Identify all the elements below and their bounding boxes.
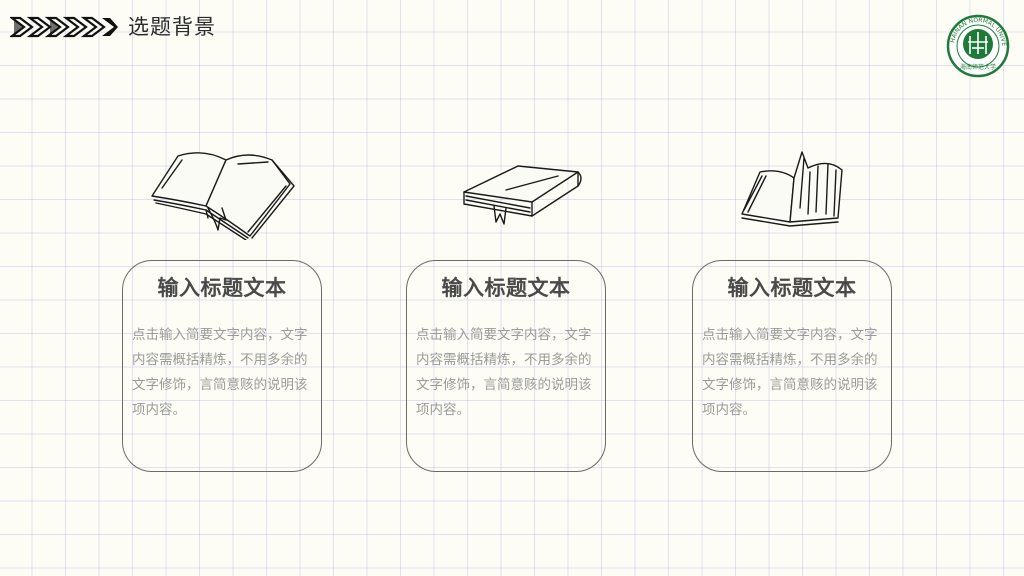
card-body-text[interactable]: 点击输入简要文字内容，文字内容需概括精炼，不用多余的文字修饰，言简意赅的说明该项… [132,327,308,418]
card-title[interactable]: 输入标题文本 [441,276,571,300]
card-body-text[interactable]: 点击输入简要文字内容，文字内容需概括精炼，不用多余的文字修饰，言简意赅的说明该项… [702,327,878,418]
closed-book-icon [463,165,582,225]
header: 选题背景 [10,12,216,42]
info-card-1: 输入标题文本 点击输入简要文字内容，文字内容需概括精炼，不用多余的文字修饰，言简… [122,260,322,472]
fanned-book-icon [741,151,843,227]
card-title[interactable]: 输入标题文本 [727,276,857,300]
page-title: 选题背景 [128,15,216,39]
open-book-icon [151,152,295,240]
info-card-2: 输入标题文本 点击输入简要文字内容，文字内容需概括精炼，不用多余的文字修饰，言简… [406,260,606,472]
chevron-arrows-icon [10,16,118,38]
card-title[interactable]: 输入标题文本 [157,276,287,300]
logo-bottom-text: 海南师范大学 [960,63,996,71]
info-card-3: 输入标题文本 点击输入简要文字内容，文字内容需概括精炼，不用多余的文字修饰，言简… [692,260,892,472]
card-body-text[interactable]: 点击输入简要文字内容，文字内容需概括精炼，不用多余的文字修饰，言简意赅的说明该项… [416,327,592,418]
university-logo: HAINAN NORMAL UNIVERSITY 海南师范大学 [946,14,1010,78]
